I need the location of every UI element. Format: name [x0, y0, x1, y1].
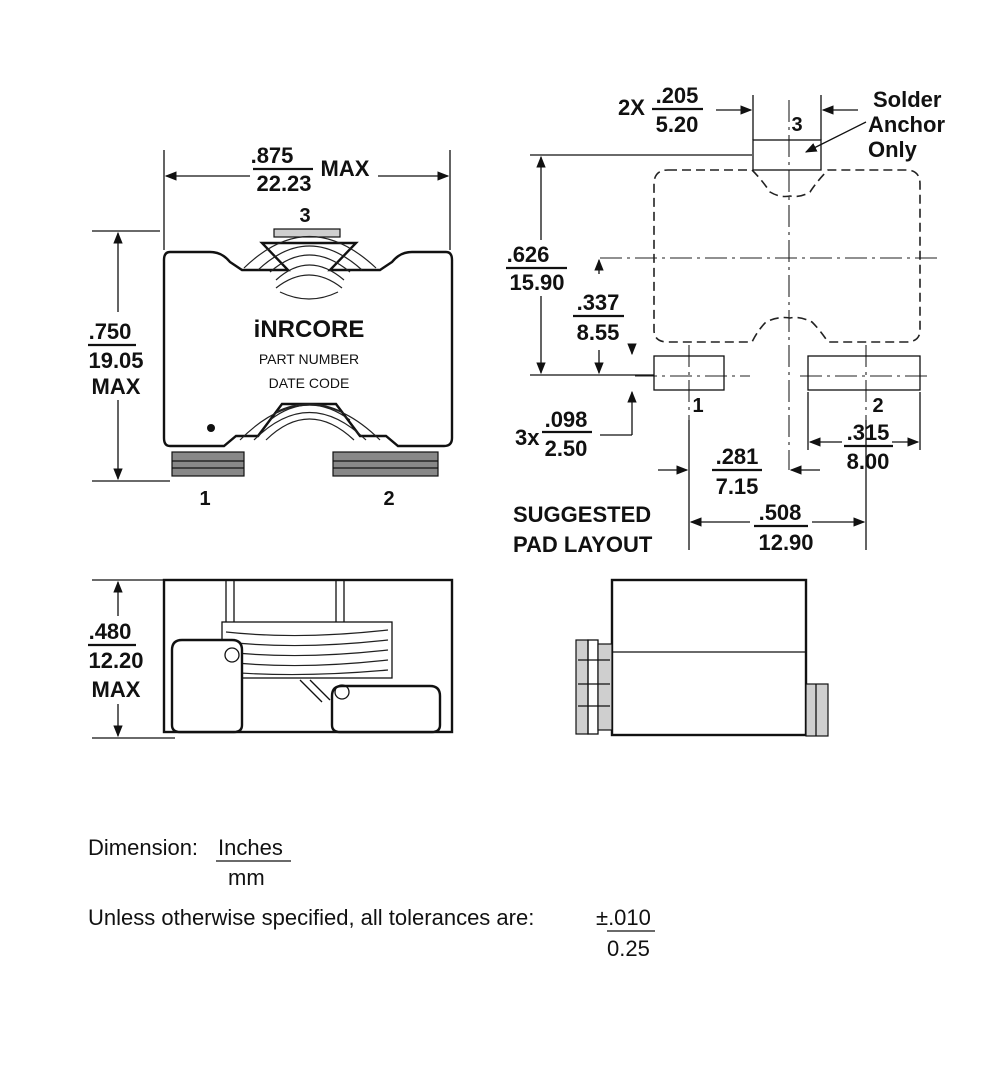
marking-part-number: PART NUMBER [259, 351, 359, 367]
dimension-unit-mm: mm [228, 865, 265, 890]
pad-1-footprint [653, 355, 725, 391]
pad-height-mm: 2.50 [545, 436, 588, 461]
right-terminal [330, 684, 442, 734]
width-max: MAX [321, 156, 370, 181]
pin-1-dot [207, 424, 215, 432]
notes: Dimension: Inches mm Unless otherwise sp… [88, 835, 655, 961]
pad-layout-pin-1: 1 [692, 395, 703, 417]
anchor-width-inches: .205 [656, 83, 699, 108]
tolerance-inches: ±.010 [596, 905, 651, 930]
anchor-width-mm: 5.20 [656, 112, 699, 137]
dimension-label: Dimension: [88, 835, 198, 860]
pad1-offset-inches: .281 [716, 444, 759, 469]
tolerance-mm: 0.25 [607, 936, 650, 961]
brand-logo-text: iNRCORE [254, 316, 365, 343]
pin-3-tab [273, 228, 341, 238]
center-height-inches: .337 [577, 290, 620, 315]
side-view: .480 12.20 MAX [88, 578, 454, 739]
pad-2 [332, 451, 439, 477]
pad-height-inches: .098 [545, 407, 588, 432]
anchor-width-prefix: 2X [618, 95, 645, 120]
pad-2-footprint [807, 355, 921, 391]
tolerance-text: Unless otherwise specified, all toleranc… [88, 905, 534, 930]
pad1-offset-mm: 7.15 [716, 474, 759, 499]
pin-1-label: 1 [199, 488, 210, 510]
anchor-note-1: Solder [873, 87, 942, 112]
marking-date-code: DATE CODE [269, 375, 350, 391]
overall-height-inches: .626 [507, 242, 550, 267]
side-height-inches: .480 [89, 619, 132, 644]
pad-height-prefix: 3x [515, 425, 540, 450]
pad-layout-title-1: SUGGESTED [513, 502, 651, 527]
pad2-width-mm: 8.00 [847, 449, 890, 474]
anchor-pad [752, 139, 822, 171]
side-height-max: MAX [92, 677, 141, 702]
height-inches: .750 [89, 319, 132, 344]
footprint-outline [653, 169, 921, 343]
pin-3-label: 3 [299, 205, 310, 227]
center-height-mm: 8.55 [577, 320, 620, 345]
anchor-note-2: Anchor [868, 112, 945, 137]
pad-layout-pin-3: 3 [791, 114, 802, 136]
pad-layout-title-2: PAD LAYOUT [513, 532, 653, 557]
pad2-width-inches: .315 [847, 420, 890, 445]
end-body [610, 578, 808, 737]
height-mm: 19.05 [88, 348, 143, 373]
component-body [162, 241, 454, 448]
end-view [575, 578, 829, 737]
pad-layout: 2X .205 5.20 3 Solder Anchor Only .626 1… [506, 83, 945, 557]
height-max: MAX [92, 374, 141, 399]
dimension-unit-inches: Inches [218, 835, 283, 860]
overall-height-mm: 15.90 [509, 270, 564, 295]
anchor-note-3: Only [868, 137, 918, 162]
top-view: iNRCORE PART NUMBER DATE CODE 3 1 2 .875… [88, 143, 454, 510]
side-height-mm: 12.20 [88, 648, 143, 673]
pin-2-label: 2 [383, 488, 394, 510]
pad-spacing-inches: .508 [759, 500, 802, 525]
pad-layout-pin-2: 2 [872, 395, 883, 417]
pad-spacing-mm: 12.90 [758, 530, 813, 555]
left-terminal [170, 638, 244, 734]
pad-1 [171, 451, 245, 477]
width-inches: .875 [251, 143, 294, 168]
width-mm: 22.23 [256, 171, 311, 196]
